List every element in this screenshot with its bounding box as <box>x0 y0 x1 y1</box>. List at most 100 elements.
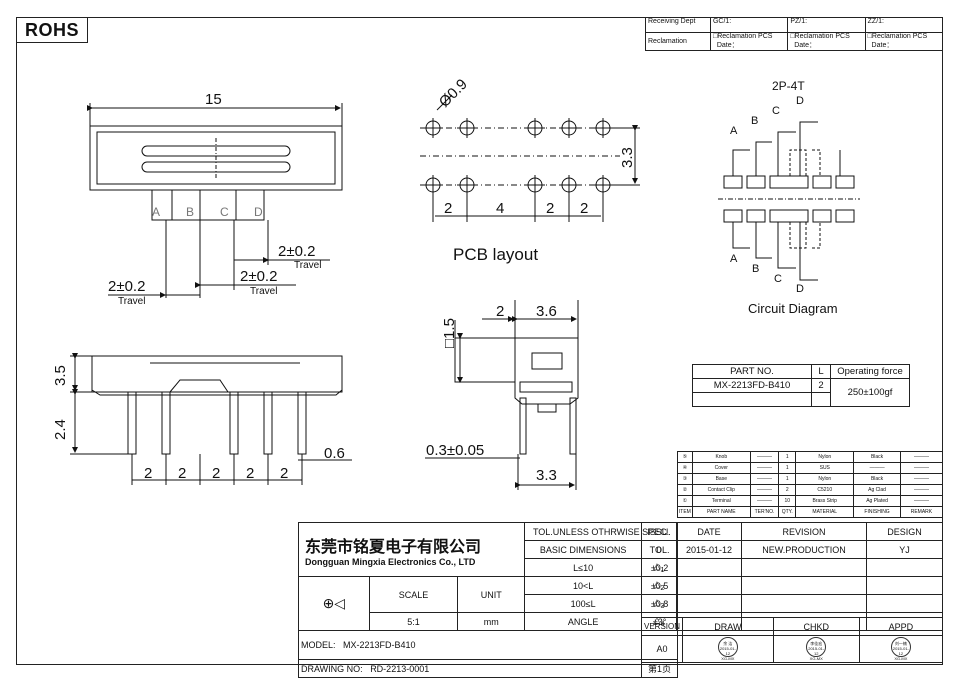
bom-part-name: Terminal <box>691 495 751 507</box>
force-value: 250±100gf <box>830 378 910 407</box>
bom-header-remark: REMARK <box>899 506 944 518</box>
travel-label-1: Travel <box>118 296 145 307</box>
bom-material: Brass Strip <box>795 495 855 507</box>
pcb-pitch-3-3: 3.3 <box>619 147 636 168</box>
bom-item: ③ <box>677 473 693 485</box>
part-no-header: PART NO. <box>692 364 812 379</box>
design-value: YJ <box>866 540 943 559</box>
bom-ter-no: ——— <box>749 451 780 463</box>
label-d: D <box>254 205 263 219</box>
pin-pitch-3: 2 <box>212 465 220 482</box>
circuit-b-top: B <box>751 115 758 127</box>
company-cn: 东莞市铭夏电子有限公司 <box>305 538 482 556</box>
title-block-right: ISSU. DATE REVISION DESIGN 0 2015-01-12 … <box>641 522 943 631</box>
pcb-pitch-2-c: 2 <box>580 200 588 217</box>
design-header: DESIGN <box>866 522 943 541</box>
bom-item: ② <box>677 484 693 496</box>
bom-qty: 1 <box>778 462 797 474</box>
bom-remark: ——— <box>899 473 944 485</box>
pin-pitch-4: 2 <box>246 465 254 482</box>
bom-remark: ——— <box>899 462 944 474</box>
circuit-b-bottom: B <box>752 263 759 275</box>
page-number: 第1页 <box>641 659 678 678</box>
knob-square: □1.5 <box>441 318 458 348</box>
reclamation-gc: □Reclamation PCS Date： <box>709 32 789 51</box>
company-en: Dongguan Mingxia Electronics Co., LTD <box>305 556 476 567</box>
bom-ter-no: ——— <box>749 473 780 485</box>
receiving-table: Receiving Dept GC/1: PZ/1: ZZ/1: Reclama… <box>645 17 944 51</box>
bom-header-item: ITEM <box>677 506 693 518</box>
bom-header-name: PART NAME <box>691 506 751 518</box>
scale-label: SCALE <box>368 576 459 613</box>
bom-finishing: Ag Plated <box>853 495 901 507</box>
bom-item: ⑤ <box>677 451 693 463</box>
rev-tri-2: △2 <box>641 576 677 595</box>
circuit-d-bottom: D <box>796 283 804 295</box>
title-block-left: 东莞市铭夏电子有限公司 Dongguan Mingxia Electronics… <box>297 522 678 678</box>
rohs-label: ROHS <box>16 17 88 43</box>
circuit-d-top: D <box>796 95 804 107</box>
bom-material: Nylon <box>795 451 855 463</box>
pin-pitch-2: 2 <box>178 465 186 482</box>
unit-label: UNIT <box>457 576 526 613</box>
pin-pitch-1: 2 <box>144 465 152 482</box>
bom-header-ter: TER'NO. <box>749 506 780 518</box>
date-header: DATE <box>676 522 742 541</box>
l-header: L <box>811 364 831 379</box>
projection-symbol: ⊕◁ <box>298 576 370 631</box>
bom-finishing: Black <box>853 451 901 463</box>
travel-dim-2: 2±0.2 <box>240 268 277 285</box>
pin-pitch-5: 2 <box>280 465 288 482</box>
version-value: A0 <box>640 635 684 663</box>
bom-finishing: ——— <box>853 462 901 474</box>
reclamation-zz: □Reclamation PCS Date： <box>864 32 944 51</box>
bom-part-name: Knob <box>691 451 751 463</box>
label-c: C <box>220 205 229 219</box>
unit-value: mm <box>457 612 526 631</box>
circuit-c-bottom: C <box>774 273 782 285</box>
company-cell: 东莞市铭夏电子有限公司 Dongguan Mingxia Electronics… <box>297 522 526 577</box>
pcb-layout <box>420 94 640 222</box>
model-label: MODEL: <box>301 640 336 650</box>
tol-row-4-dim: ANGLE <box>524 612 643 631</box>
circuit-diagram-label: Circuit Diagram <box>748 301 838 316</box>
drawing-no-label: DRAWING NO: <box>301 663 363 674</box>
bom-qty: 10 <box>778 495 797 507</box>
label-a: A <box>152 205 160 219</box>
bom-qty: 1 <box>778 473 797 485</box>
rev-tri-3: △3 <box>641 594 677 613</box>
dim-2-4: 2.4 <box>52 419 69 440</box>
bom-qty: 1 <box>778 451 797 463</box>
travel-dim-1: 2±0.2 <box>108 278 145 295</box>
travel-dim-3: 2±0.2 <box>278 243 315 260</box>
revision-value: NEW.PRODUCTION <box>741 540 867 559</box>
dim-3-5: 3.5 <box>52 365 69 386</box>
model-cell: MODEL: MX-2213FD-B410 <box>298 630 678 660</box>
bom-material: SUS <box>795 462 855 474</box>
bom-qty: 2 <box>778 484 797 496</box>
l-value: 2 <box>811 378 831 393</box>
issu-value: 0 <box>641 540 677 559</box>
drawing-no-cell: DRAWING NO: RD-2213-0001 <box>297 659 643 678</box>
bom-part-name: Contact Clip <box>691 484 751 496</box>
bom-finishing: Ag Clad <box>853 484 901 496</box>
part-number-table: PART NO. L Operating force MX-2213FD-B41… <box>692 364 910 407</box>
bom-finishing: Black <box>853 473 901 485</box>
top-view <box>87 103 343 298</box>
side-view <box>70 353 352 485</box>
bom-header-material: MATERIAL <box>795 506 855 518</box>
pcb-pitch-2-b: 2 <box>546 200 554 217</box>
bom-remark: ——— <box>899 484 944 496</box>
circuit-a-top: A <box>730 125 738 137</box>
end-dim-2: 2 <box>496 303 504 320</box>
